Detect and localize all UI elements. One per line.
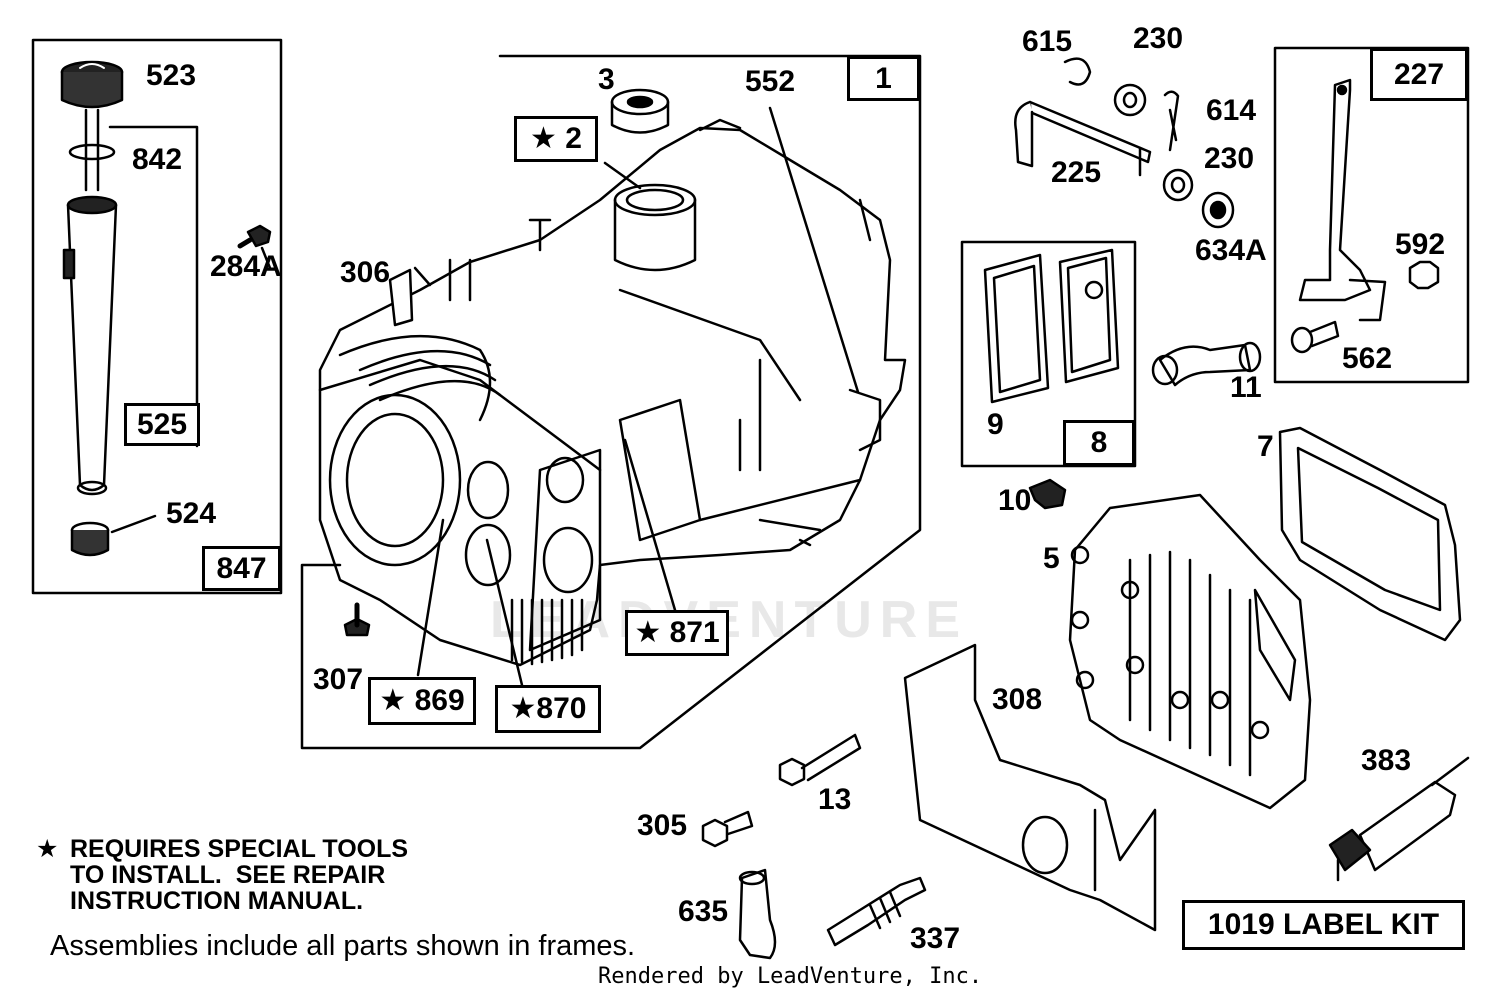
washer-230-bottom-hole — [1170, 176, 1186, 194]
callout-284A: 284A — [210, 250, 282, 283]
callout-383: 383 — [1361, 744, 1412, 777]
washer-230-top-part — [1113, 83, 1147, 117]
callout-337: 337 — [910, 922, 961, 955]
callout-635: 635 — [678, 895, 729, 928]
callout-523: 523 — [146, 59, 197, 92]
dipstick-cap-part — [60, 60, 124, 192]
callout-634A: 634A — [1195, 234, 1267, 267]
leader-552 — [768, 106, 860, 394]
air-guide-308-hole — [1021, 815, 1069, 875]
gasket-7-part — [1278, 426, 1462, 642]
callout-225: 225 — [1051, 156, 1102, 189]
rendered-by-credit: Rendered by LeadVenture, Inc. — [598, 964, 983, 989]
leader-869 — [416, 518, 445, 677]
leader-870 — [485, 538, 524, 687]
seal-3-bore — [626, 95, 654, 109]
dipstick-tube-part — [62, 195, 118, 496]
callout-592: 592 — [1395, 228, 1446, 261]
leader-2 — [603, 161, 642, 190]
callout-7: 7 — [1257, 430, 1274, 463]
air-guide-308-part — [903, 643, 1157, 932]
frame-label-2: ★ 2 — [514, 116, 598, 162]
frame-label-847: 847 — [202, 546, 281, 591]
frame-label-1019-label-kit: 1019 LABEL KIT — [1182, 900, 1465, 950]
callout-552: 552 — [745, 65, 796, 98]
callout-305: 305 — [637, 809, 688, 842]
assemblies-note: Assemblies include all parts shown in fr… — [50, 930, 636, 962]
bolt-307-part — [343, 602, 371, 637]
pin-614-part — [1163, 90, 1180, 152]
clip-615-part — [1063, 57, 1092, 86]
callout-524: 524 — [166, 497, 217, 530]
nut-592-part — [1408, 260, 1440, 290]
leader-871 — [623, 438, 677, 612]
callout-562: 562 — [1342, 342, 1393, 375]
o-ring-part — [68, 143, 116, 161]
callout-13: 13 — [818, 783, 852, 816]
cylinder-head-5-part — [1068, 493, 1312, 810]
seal-634A-part — [1201, 191, 1235, 229]
frame-label-8: 8 — [1063, 420, 1135, 466]
callout-308: 308 — [992, 683, 1043, 716]
callout-307: 307 — [313, 663, 364, 696]
gasket-9-inner — [992, 264, 1042, 394]
frame-label-1: 1 — [847, 56, 920, 101]
washer-230-top-hole — [1122, 91, 1138, 109]
callout-9: 9 — [987, 408, 1004, 441]
callout-10: 10 — [998, 484, 1032, 517]
label-kit-383-part — [1328, 756, 1470, 882]
star-symbol: ★ — [36, 835, 59, 863]
callout-615: 615 — [1022, 25, 1073, 58]
crankcase-part — [318, 118, 907, 667]
callout-230-top: 230 — [1133, 22, 1184, 55]
bolt-10-part — [1028, 478, 1067, 510]
governor-lever-part — [1298, 78, 1387, 322]
gasket-9-part — [983, 253, 1050, 404]
frame-8-border — [960, 240, 1137, 468]
frame-847-border — [31, 38, 283, 595]
seal-634A-hole — [1209, 200, 1227, 220]
breather-tube-11-part — [1151, 341, 1262, 387]
spark-plug-boot-635-part — [738, 868, 777, 960]
special-tools-text: REQUIRES SPECIAL TOOLS TO INSTALL. SEE R… — [70, 835, 409, 915]
callout-842: 842 — [132, 143, 183, 176]
screw-284A-part — [237, 224, 272, 270]
washer-230-bottom-part — [1162, 168, 1194, 202]
tube-seal-part — [70, 514, 157, 557]
frame-label-525: 525 — [124, 403, 200, 446]
gasket-7-inner — [1296, 446, 1442, 612]
frame-label-227: 227 — [1370, 48, 1468, 101]
screw-562-part — [1290, 320, 1340, 354]
governor-shaft-part — [1014, 100, 1152, 177]
callout-3: 3 — [598, 63, 615, 96]
breather-8-part — [1058, 248, 1120, 384]
callout-230-bottom: 230 — [1204, 142, 1255, 175]
frame-1-border — [300, 54, 922, 750]
spark-plug-337-part — [826, 876, 927, 947]
frame-label-871: ★ 871 — [625, 610, 729, 656]
frame-label-870: ★870 — [495, 685, 601, 733]
callout-5: 5 — [1043, 542, 1060, 575]
seal-3-side — [610, 100, 670, 134]
callout-306: 306 — [340, 256, 391, 289]
screw-305-part — [701, 810, 754, 848]
frame-label-869: ★ 869 — [368, 677, 476, 725]
frame-525-border — [108, 125, 199, 448]
bolt-13-part — [778, 733, 862, 787]
callout-11: 11 — [1230, 371, 1262, 404]
callout-614: 614 — [1206, 94, 1257, 127]
